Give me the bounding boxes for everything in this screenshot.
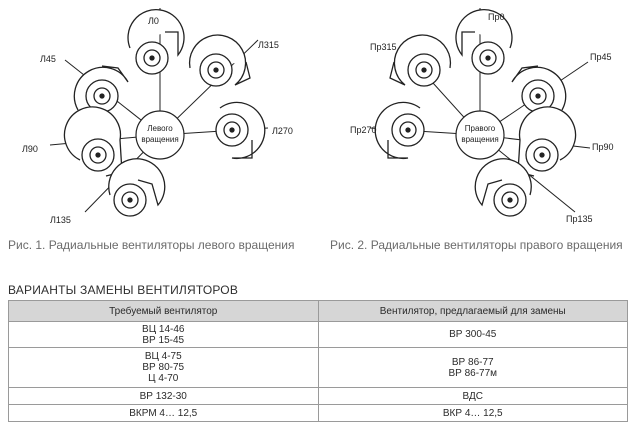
diagram-right-svg: Правого вращения Пр0 Пр315: [350, 8, 614, 224]
cell-required: ВЦ 14-46 ВР 15-45: [8, 321, 319, 348]
label-pr0: Пр0: [488, 12, 504, 22]
cell-line: ВР 300-45: [449, 329, 497, 340]
fan-unit-l135: [108, 158, 166, 217]
label-l45: Л45: [40, 54, 56, 64]
diagram-left-rotation: Левого вращения Л0 Л315: [10, 0, 310, 235]
table-row: ВКРМ 4… 12,5 ВКР 4… 12,5: [8, 404, 628, 422]
fan-unit-l45: [73, 65, 129, 113]
cell-replacement: ВР 300-45: [317, 321, 628, 348]
table-title: ВАРИАНТЫ ЗАМЕНЫ ВЕНТИЛЯТОРОВ: [8, 283, 239, 297]
cell-line: ВЦ 14-46: [142, 323, 185, 335]
cell-line: ВДС: [462, 390, 483, 402]
fan-unit-pr90: [517, 106, 577, 177]
fan-unit-pr270: [374, 101, 425, 160]
fan-unit-pr0: [455, 9, 513, 75]
cell-replacement: ВКР 4… 12,5: [317, 404, 628, 422]
cell-required: ВЦ 4-75 ВР 80-75 Ц 4-70: [8, 347, 319, 388]
replacement-table: Требуемый вентилятор Вентилятор, предлаг…: [8, 300, 628, 422]
fan-unit-l0: [127, 9, 185, 75]
cell-line: ВКР 4… 12,5: [442, 407, 503, 419]
cell-line: Ц 4-70: [148, 373, 179, 384]
cell-replacement: ВДС: [317, 387, 628, 405]
label-pr45: Пр45: [590, 52, 612, 62]
fan-unit-pr315: [389, 34, 452, 87]
table-row: ВР 132-30 ВДС: [8, 387, 628, 405]
label-pr90: Пр90: [592, 142, 614, 152]
cell-required: ВКРМ 4… 12,5: [8, 404, 319, 422]
label-l0: Л0: [148, 16, 159, 26]
label-pr270: Пр270: [350, 125, 377, 135]
label-pr315: Пр315: [370, 42, 397, 52]
fan-unit-pr45: [511, 65, 567, 113]
cell-line: ВР 15-45: [142, 334, 185, 346]
diagram-left-svg: Левого вращения Л0 Л315: [22, 8, 293, 225]
cell-line: ВКРМ 4… 12,5: [129, 407, 198, 419]
label-l135: Л135: [50, 215, 71, 225]
fan-unit-l90: [63, 106, 123, 177]
table-header-row: Требуемый вентилятор Вентилятор, предлаг…: [8, 300, 628, 322]
hub-label-1: Правого: [465, 124, 496, 133]
table-row: ВЦ 14-46 ВР 15-45 ВР 300-45: [8, 321, 628, 348]
label-l270: Л270: [272, 126, 293, 136]
fan-unit-l315: [188, 34, 251, 87]
label-l90: Л90: [22, 144, 38, 154]
fan-unit-l270: [215, 101, 266, 160]
cell-line: ВР 86-77м: [448, 367, 498, 379]
hub-circle: [135, 110, 185, 160]
label-l315: Л315: [258, 40, 279, 50]
table-row: ВЦ 4-75 ВР 80-75 Ц 4-70 ВР 86-77 ВР 86-7…: [8, 347, 628, 388]
fan-unit-pr135: [474, 158, 532, 217]
hub-label-2: вращения: [141, 135, 178, 144]
figure-caption-right: Рис. 2. Радиальные вентиляторы правого в…: [330, 238, 623, 252]
cell-line: ВЦ 4-75: [144, 351, 182, 362]
cell-line: ВР 86-77: [451, 356, 494, 368]
hub-label-1: Левого: [147, 124, 173, 133]
column-header-replacement: Вентилятор, предлагаемый для замены: [317, 300, 628, 322]
cell-replacement: ВР 86-77 ВР 86-77м: [317, 347, 628, 388]
cell-line: ВР 132-30: [139, 390, 187, 402]
label-pr135: Пр135: [566, 214, 593, 224]
hub-label-2: вращения: [461, 135, 498, 144]
cell-line: ВР 80-75: [142, 362, 185, 373]
cell-required: ВР 132-30: [8, 387, 319, 405]
figure-caption-left: Рис. 1. Радиальные вентиляторы левого вр…: [8, 238, 295, 252]
column-header-required: Требуемый вентилятор: [8, 300, 319, 322]
hub-circle: [455, 110, 505, 160]
diagram-right-rotation: Правого вращения Пр0 Пр315: [330, 0, 630, 235]
